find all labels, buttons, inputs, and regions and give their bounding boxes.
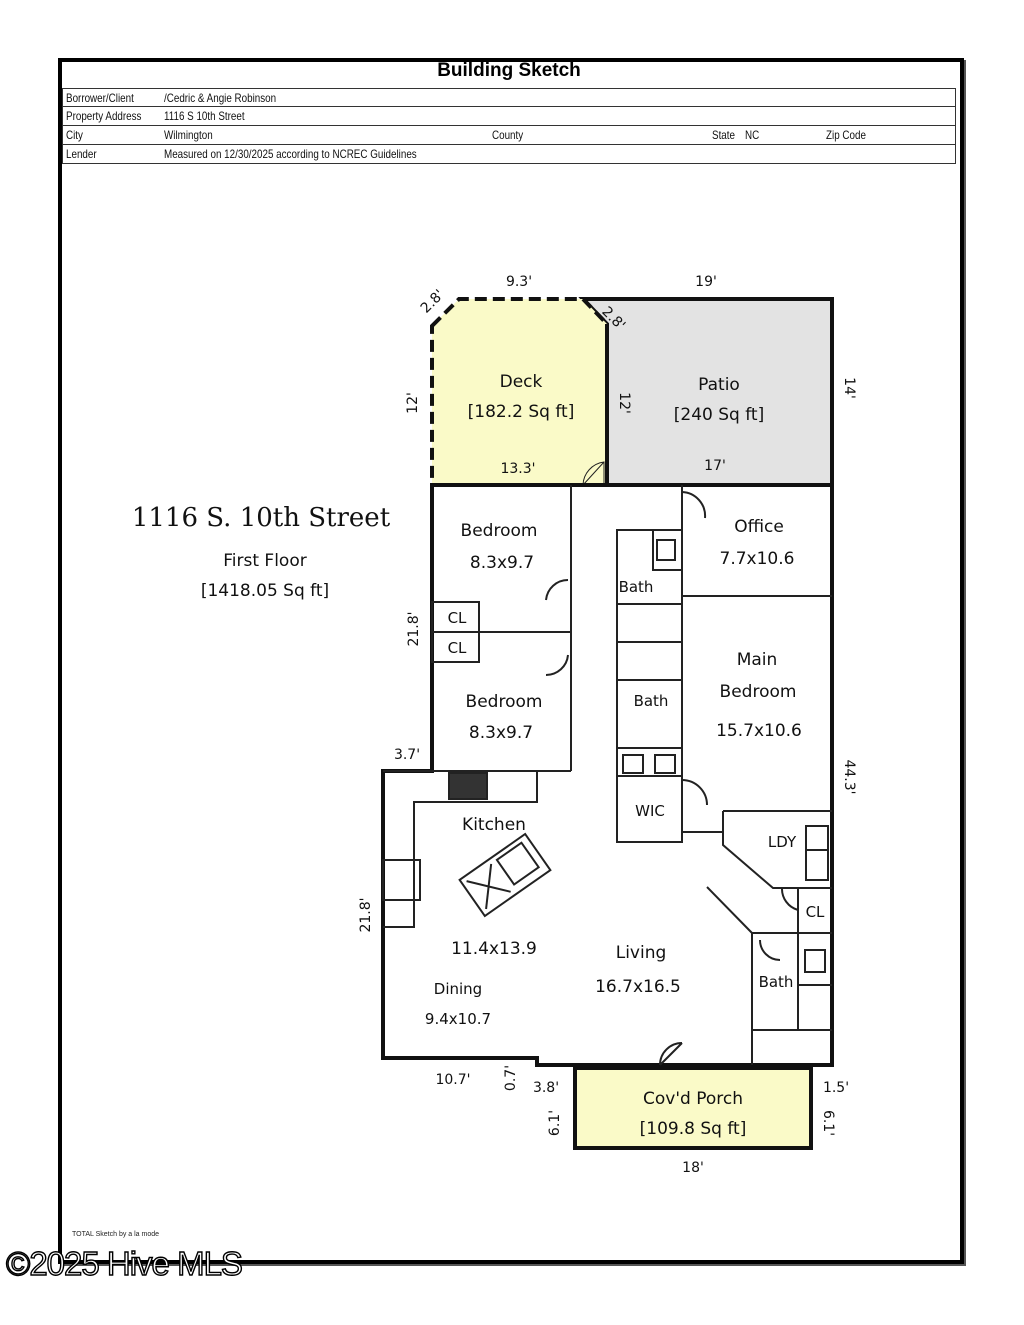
deck-area-value: [182.2 Sq ft] [468,402,575,422]
dim-patio-bottom: 17' [704,458,726,474]
door-swing [582,461,605,486]
main-bedroom-name1: Main [737,650,778,670]
address-value: 1116 S 10th Street [164,109,245,123]
dim-patio-left: 12' [616,392,632,414]
porch-name: Cov'd Porch [643,1089,743,1109]
sketch-credit: TOTAL Sketch by a la mode [72,1231,160,1238]
dim-bedroom-wall: 21.8' [406,611,422,646]
state-value: NC [745,128,760,142]
dim-porch-left: 6.1' [547,1110,563,1136]
street-title: 1116 S. 10th Street [132,503,391,533]
deck-name: Deck [500,372,543,392]
bath2-label: Bath [634,692,669,710]
dining-size: 9.4x10.7 [425,1010,491,1028]
main-bedroom-name2: Bedroom [720,682,797,702]
dimension-labels: 2.8' 9.3' 19' 2.8' 12' 12' 14' 13.3' 17'… [358,274,857,1176]
main-bedroom-size: 15.7x10.6 [716,721,802,741]
dining-name: Dining [434,980,482,998]
dim-jog: 0.7' [503,1065,519,1091]
kitchen-size: 11.4x13.9 [451,939,537,959]
living-name: Living [616,943,667,963]
dim-patio-top: 19' [695,274,717,290]
office-size: 7.7x10.6 [720,549,795,569]
city-row: City Wilmington County State NC Zip Code [62,126,956,145]
bedroom1-size: 8.3x9.7 [470,553,534,573]
watermark: ©2025 Hive MLS [5,1245,243,1282]
bath1-label: Bath [619,578,654,596]
dim-porch-right-offset: 1.5' [823,1080,849,1096]
page-frame [58,58,964,1264]
dim-deck-left: 12' [405,392,421,414]
address-row: Property Address 1116 S 10th Street [62,107,956,126]
deck-area [430,297,609,487]
floor-label: First Floor [223,551,306,571]
dim-porch-right: 6.1' [820,1110,836,1136]
lender-label: Lender [66,147,97,161]
porch-area [573,1066,813,1150]
dim-porch-left-offset: 3.8' [533,1080,559,1096]
closet3-label: CL [806,903,825,921]
closet1-label: CL [448,609,467,627]
zip-label: Zip Code [826,128,866,142]
document-title: Building Sketch [437,60,581,81]
bedroom1-name: Bedroom [461,521,538,541]
dim-step: 3.7' [394,747,420,763]
header-table: Borrower/Client /Cedric & Angie Robinson… [62,88,956,164]
dim-deck-bottom: 13.3' [500,461,535,477]
bedroom2-name: Bedroom [466,692,543,712]
dim-porch-bottom: 18' [682,1160,704,1176]
small-room-labels: Dining 9.4x10.7 Bath Bath Bath CL CL CL … [425,578,825,1028]
interior-walls [382,485,832,1066]
dim-deck-corner: 2.8' [418,287,448,317]
dim-right-wall: 44.3' [841,759,857,794]
laundry-label: LDY [768,833,797,851]
wic-label: WIC [635,802,665,820]
patio-name: Patio [698,375,740,395]
dim-patio-right: 14' [841,377,857,399]
bath3-label: Bath [759,973,794,991]
living-size: 16.7x16.5 [595,977,681,997]
county-label: County [492,128,524,142]
city-label: City [66,128,83,142]
porch-area-value: [109.8 Sq ft] [640,1119,747,1139]
dim-dining-bottom: 10.7' [435,1072,470,1088]
lender-row: Lender Measured on 12/30/2025 according … [62,145,956,164]
borrower-label: Borrower/Client [66,91,134,105]
city-value: Wilmington [164,128,213,142]
office-name: Office [734,517,784,537]
lender-value: Measured on 12/30/2025 according to NCRE… [164,147,417,161]
kitchen-name: Kitchen [462,815,526,835]
address-label: Property Address [66,109,142,123]
borrower-row: Borrower/Client /Cedric & Angie Robinson [62,88,956,107]
bedroom2-size: 8.3x9.7 [469,723,533,743]
dim-kitchen-wall: 21.8' [358,897,374,932]
patio-area-value: [240 Sq ft] [674,405,764,425]
dim-deck-top: 9.3' [506,274,532,290]
floor-area: [1418.05 Sq ft] [201,581,329,601]
borrower-value: /Cedric & Angie Robinson [164,91,277,105]
area-labels: Deck [182.2 Sq ft] Patio [240 Sq ft] Cov… [468,372,765,1139]
room-labels: Bedroom 8.3x9.7 Bedroom 8.3x9.7 Office 7… [451,517,802,997]
closet2-label: CL [448,639,467,657]
state-label: State [712,128,735,142]
